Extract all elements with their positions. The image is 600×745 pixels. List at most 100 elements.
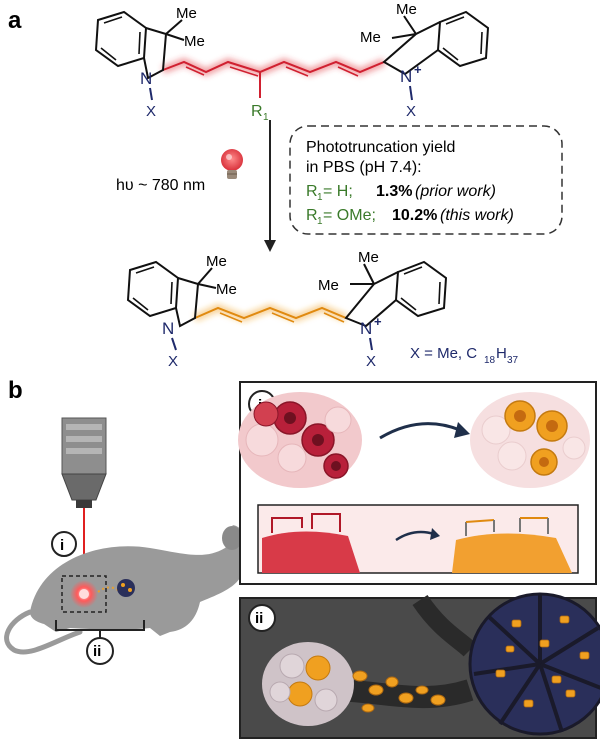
left-ring-db2 xyxy=(138,31,141,55)
lightbulb-icon xyxy=(221,149,243,179)
orange-tumor-cluster xyxy=(470,392,590,488)
bottom-left-benzene-ring xyxy=(126,260,180,318)
right-ring-db3 xyxy=(442,47,459,61)
br-x-bond xyxy=(369,337,373,351)
right-n-plus: + xyxy=(414,62,422,77)
bottom-right-n-plus: + xyxy=(374,314,382,329)
marker-ii-label: ii xyxy=(93,643,101,660)
bl-x-bond xyxy=(171,337,177,351)
yield-row2-val: = OMe; xyxy=(323,207,376,224)
bottom-right-benzene-ring xyxy=(394,260,448,318)
x-def-prefix: X = Me, C xyxy=(410,345,477,362)
bl-me-bond1 xyxy=(197,267,213,285)
upper-vessel xyxy=(412,594,477,657)
yield-conditions: in PBS (pH 7.4): xyxy=(306,159,422,176)
tumor-region-box xyxy=(61,575,107,613)
r1-label-sub: 1 xyxy=(263,112,269,123)
panel-b-label: b xyxy=(8,377,23,404)
x-def-sub1: 18 xyxy=(484,355,496,366)
right-x: X xyxy=(406,103,416,120)
yield-row1-sub: 1 xyxy=(317,192,323,203)
br-ring-db3 xyxy=(400,297,417,311)
left-five-ring xyxy=(143,27,168,80)
yield-row2-r: R xyxy=(306,207,318,224)
transform-arrow-head xyxy=(454,422,470,438)
lymph-node-mini-dot1 xyxy=(121,583,125,587)
x-def-sub2: 37 xyxy=(507,355,519,366)
br-ring-db2 xyxy=(438,281,441,305)
microscope-objective xyxy=(61,417,107,508)
transform-arrow xyxy=(379,422,461,440)
left-ring-db1 xyxy=(103,16,123,24)
bottom-left-me-2: Me xyxy=(216,281,237,298)
inset-ii-marker-circle xyxy=(248,604,276,632)
bottom-chain-db2 xyxy=(271,312,295,323)
bottom-chain xyxy=(194,306,347,320)
right-me-1: Me xyxy=(396,1,417,18)
right-ring-db1 xyxy=(445,16,465,25)
orange-membrane xyxy=(452,533,572,573)
right-benzene-ring xyxy=(436,10,490,68)
left-nitrogen: N xyxy=(140,69,152,88)
marker-ii-circle xyxy=(86,637,114,665)
right-me-bond2 xyxy=(391,33,417,39)
right-me-bond1 xyxy=(403,15,417,35)
bottom-left-nitrogen: N xyxy=(162,319,174,338)
bottom-left-x: X xyxy=(168,353,178,370)
yield-title: Phototruncation yield xyxy=(306,139,455,156)
red-tumor-cluster xyxy=(238,392,362,488)
left-me-2: Me xyxy=(184,33,205,50)
yield-row2-bold: 10.2% xyxy=(392,207,437,224)
right-ring-db2 xyxy=(480,31,483,55)
marker-i-circle xyxy=(51,531,77,557)
yield-row2-sub: 1 xyxy=(317,216,323,227)
yield-row-prior: R 1 = H; 1.3% (prior work) xyxy=(306,183,496,203)
yield-row1-ital: (prior work) xyxy=(415,183,496,200)
right-nitrogen: N xyxy=(400,67,412,86)
yield-info-box xyxy=(289,125,563,235)
yield-row1-bold: 1.3% xyxy=(376,183,412,200)
bottom-right-me-2: Me xyxy=(318,277,339,294)
bottom-right-nitrogen: N xyxy=(360,319,372,338)
yield-row-this: R 1 = OMe; 10.2% (this work) xyxy=(306,207,514,227)
bl-me-bond2 xyxy=(197,283,217,289)
top-chain xyxy=(162,60,385,74)
top-chain-db2 xyxy=(229,66,259,77)
left-benzene-ring xyxy=(94,10,148,68)
x-def-mid: H xyxy=(496,345,507,362)
bottom-cyanine-molecule: Me Me N X Me Me N + X xyxy=(126,249,448,370)
top-cyanine-molecule: Me Me N X Me Me N + X R 1 xyxy=(94,1,490,123)
x-definition: X = Me, C 18 H 37 xyxy=(410,345,519,366)
bottom-right-five-ring xyxy=(344,271,399,328)
bl-ring-db3 xyxy=(132,297,149,311)
migrating-cells xyxy=(352,670,446,713)
lymph-node-mini xyxy=(117,579,135,597)
right-five-ring xyxy=(382,21,441,76)
left-me-bond1 xyxy=(165,19,183,35)
panel-a-label: a xyxy=(8,7,22,34)
inset-ii-marker-label: ii xyxy=(255,610,263,627)
left-x-bond xyxy=(149,87,153,101)
irradiation-label: hυ ~ 780 nm xyxy=(116,177,205,194)
membrane-arrow xyxy=(395,530,435,542)
yield-row1-r: R xyxy=(306,183,318,200)
yield-row2-ital: (this work) xyxy=(440,207,514,224)
left-me-bond2 xyxy=(165,33,185,41)
marker-i-label: i xyxy=(60,537,64,554)
reaction-arrow-head xyxy=(264,240,276,252)
membrane-arrow-head xyxy=(430,528,440,540)
orange-dye-anchors xyxy=(465,517,549,536)
bottom-left-me-1: Me xyxy=(206,253,227,270)
red-membrane xyxy=(262,531,360,573)
migration-dots xyxy=(97,586,119,593)
left-x: X xyxy=(146,103,156,120)
red-dye-anchors xyxy=(271,513,341,533)
left-ring-db3 xyxy=(100,47,117,61)
br-me-bond1 xyxy=(363,263,375,285)
bottom-chain-db1 xyxy=(219,312,243,323)
top-chain-db3 xyxy=(285,66,309,77)
bottom-left-five-ring xyxy=(175,277,200,328)
top-chain-db4 xyxy=(337,66,359,77)
top-chain-double-bonds xyxy=(185,66,205,76)
lymph-node-mini-dot2 xyxy=(128,588,132,592)
